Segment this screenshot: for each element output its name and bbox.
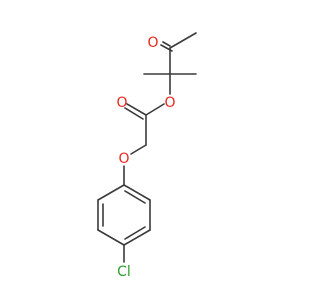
chlorine-label: Cl [117, 264, 131, 280]
ester-co-bond-b [124, 107, 144, 120]
ester-oxygen-label: O [164, 95, 175, 111]
ester-carbonyl-oxygen-label: O [116, 95, 127, 111]
ester-o-carbonyl-bond [145, 103, 165, 116]
structure-canvas: O O O O Cl [97, 32, 197, 280]
ether-oxygen-label: O [118, 151, 129, 167]
ester-co-bond-a [126, 103, 147, 116]
ch2-ether-o-bond [130, 144, 147, 155]
ring-bond-1 [123, 184, 151, 201]
ketone-co-bond-a [162, 41, 171, 47]
acetyl-methyl-bond [169, 32, 197, 49]
ring-bond-3 [123, 229, 151, 246]
ring-inner-bond-1 [124, 190, 146, 204]
ring-bond-6 [97, 184, 125, 201]
ketone-oxygen-label: O [147, 35, 158, 51]
ring-bond-4 [97, 229, 125, 246]
molecule-diagram: O O O O Cl [97, 32, 197, 280]
ring-inner-bond-2 [124, 226, 146, 240]
atom-labels: O O O O Cl [116, 35, 175, 280]
bonds [97, 32, 197, 263]
